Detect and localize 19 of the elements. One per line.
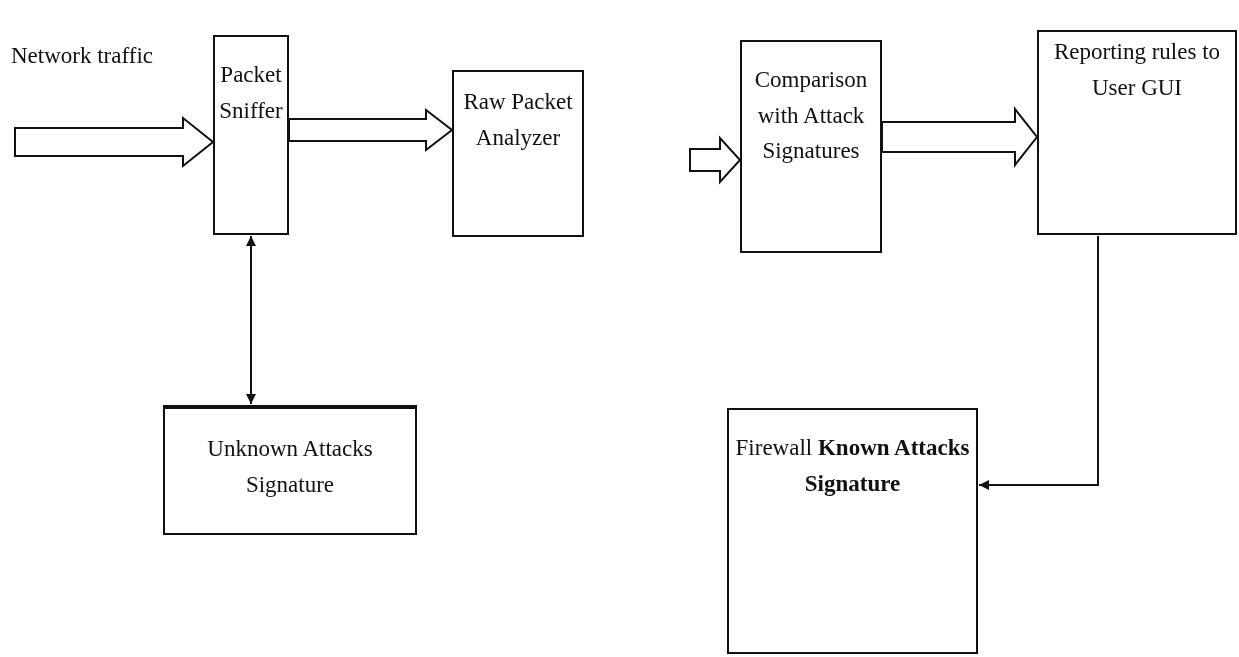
- block-arrow: [14, 115, 215, 169]
- input-label: Network traffic: [5, 38, 195, 78]
- double-arrow: [246, 235, 256, 405]
- process-box: [163, 405, 417, 535]
- process-box: [213, 35, 289, 235]
- process-box: [740, 40, 882, 253]
- box-label: Firewall Known Attacks Signature: [734, 434, 971, 498]
- box-label: Unknown Attacks Signature: [206, 435, 374, 499]
- block-arrow: [689, 135, 742, 185]
- box-label: Reporting rules to User GUI: [1052, 38, 1222, 102]
- block-arrow: [288, 107, 454, 153]
- box-label: Raw Packet Analyzer: [462, 88, 574, 152]
- block-arrow: [881, 106, 1039, 168]
- process-box: [452, 70, 584, 237]
- arrow: [978, 235, 1099, 490]
- process-box: [727, 408, 978, 654]
- box-label: Packet Sniffer: [218, 61, 284, 125]
- process-box: [1037, 30, 1237, 235]
- box-label: Comparison with Attack Signatures: [753, 66, 869, 166]
